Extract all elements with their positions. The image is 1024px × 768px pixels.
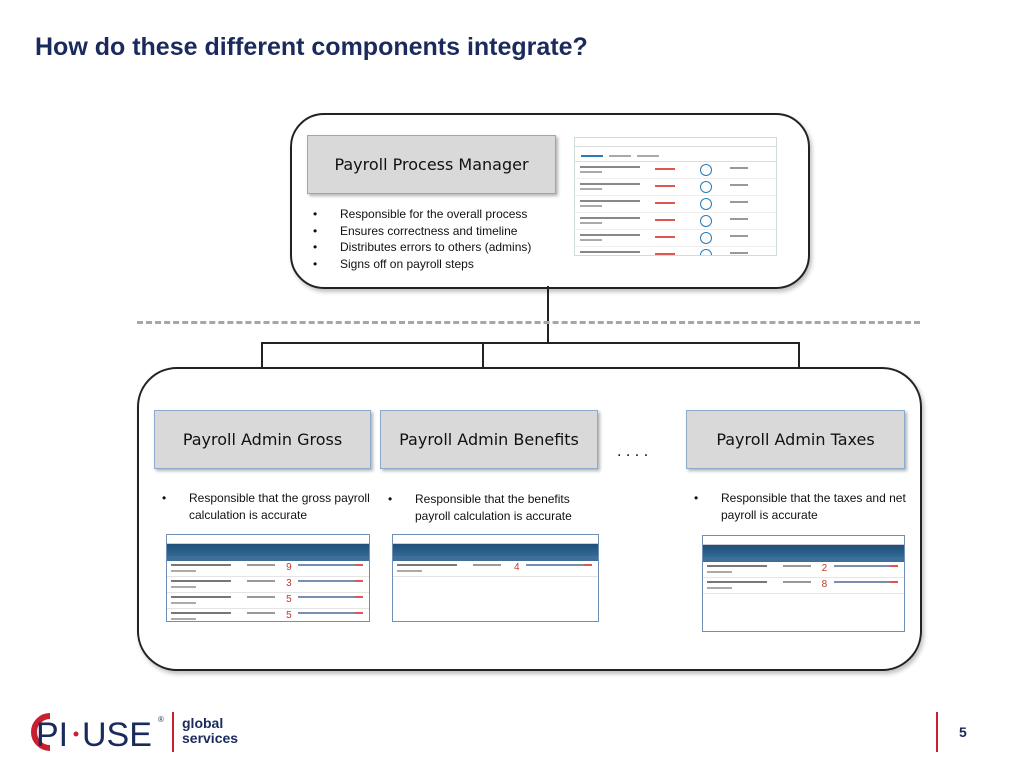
svg-text:PI: PI [36, 716, 68, 754]
epi-use-logo: PI USE ® global services [22, 710, 262, 754]
logo-divider [172, 712, 174, 752]
admin-benefits-box: Payroll Admin Benefits [380, 410, 598, 469]
thumb-row [575, 162, 776, 179]
error-count: 5 [286, 594, 292, 605]
connector [262, 342, 800, 344]
thumb-row: 8 [703, 578, 904, 594]
svg-text:®: ® [158, 715, 164, 724]
tagline-global: global [182, 715, 224, 731]
thumb-row [575, 179, 776, 196]
tagline-services: services [182, 730, 239, 746]
page-divider [936, 712, 938, 752]
logo-mark-icon: PI USE ® [31, 713, 164, 754]
error-count: 5 [286, 610, 292, 621]
manager-screenshot [574, 137, 777, 256]
thumb-row: 4 [393, 561, 598, 577]
bullet: Distributes errors to others (admins) [313, 239, 568, 256]
admin-benefits-screenshot: 4 [392, 534, 599, 622]
admin-gross-screenshot: 9 3 5 5 [166, 534, 370, 622]
error-count: 9 [286, 562, 292, 573]
error-count: 4 [513, 562, 520, 573]
ellipsis: . . . . [617, 444, 649, 460]
thumb-row [575, 247, 776, 255]
admin-benefits-label: Payroll Admin Benefits [399, 430, 579, 449]
admin-gross-box: Payroll Admin Gross [154, 410, 371, 469]
thumb-row [575, 213, 776, 230]
bullet: Ensures correctness and timeline [313, 223, 568, 240]
thumb-row [575, 230, 776, 247]
manager-role-box: Payroll Process Manager [307, 135, 556, 194]
thumb-row: 5 [167, 593, 369, 609]
admin-gross-bullets: Responsible that the gross payroll calcu… [162, 490, 377, 523]
admin-taxes-bullets: Responsible that the taxes and net payro… [694, 490, 909, 523]
page-number: 5 [959, 724, 967, 740]
bullet: Responsible that the gross payroll calcu… [162, 490, 377, 523]
admin-taxes-label: Payroll Admin Taxes [716, 430, 875, 449]
admin-gross-label: Payroll Admin Gross [182, 430, 343, 449]
thumb-row [575, 196, 776, 213]
bullet: Signs off on payroll steps [313, 256, 568, 273]
admin-benefits-bullets: Responsible that the benefits payroll ca… [388, 491, 603, 524]
error-count: 8 [821, 579, 828, 590]
admin-taxes-box: Payroll Admin Taxes [686, 410, 905, 469]
connector [547, 286, 549, 343]
manager-label: Payroll Process Manager [334, 155, 529, 174]
error-count: 3 [286, 578, 292, 589]
thumb-row: 3 [167, 577, 369, 593]
logo-tagline: global services [182, 716, 238, 746]
thumb-row: 5 [167, 609, 369, 621]
svg-text:USE: USE [82, 716, 152, 754]
bullet: Responsible that the taxes and net payro… [694, 490, 909, 523]
slide-title: How do these different components integr… [35, 33, 588, 61]
thumb-row: 9 [167, 561, 369, 577]
manager-bullets: Responsible for the overall process Ensu… [313, 206, 568, 272]
bullet: Responsible for the overall process [313, 206, 568, 223]
bullet: Responsible that the benefits payroll ca… [388, 491, 603, 524]
divider-dashed [137, 321, 920, 324]
error-count: 2 [821, 563, 828, 574]
thumb-row: 2 [703, 562, 904, 578]
